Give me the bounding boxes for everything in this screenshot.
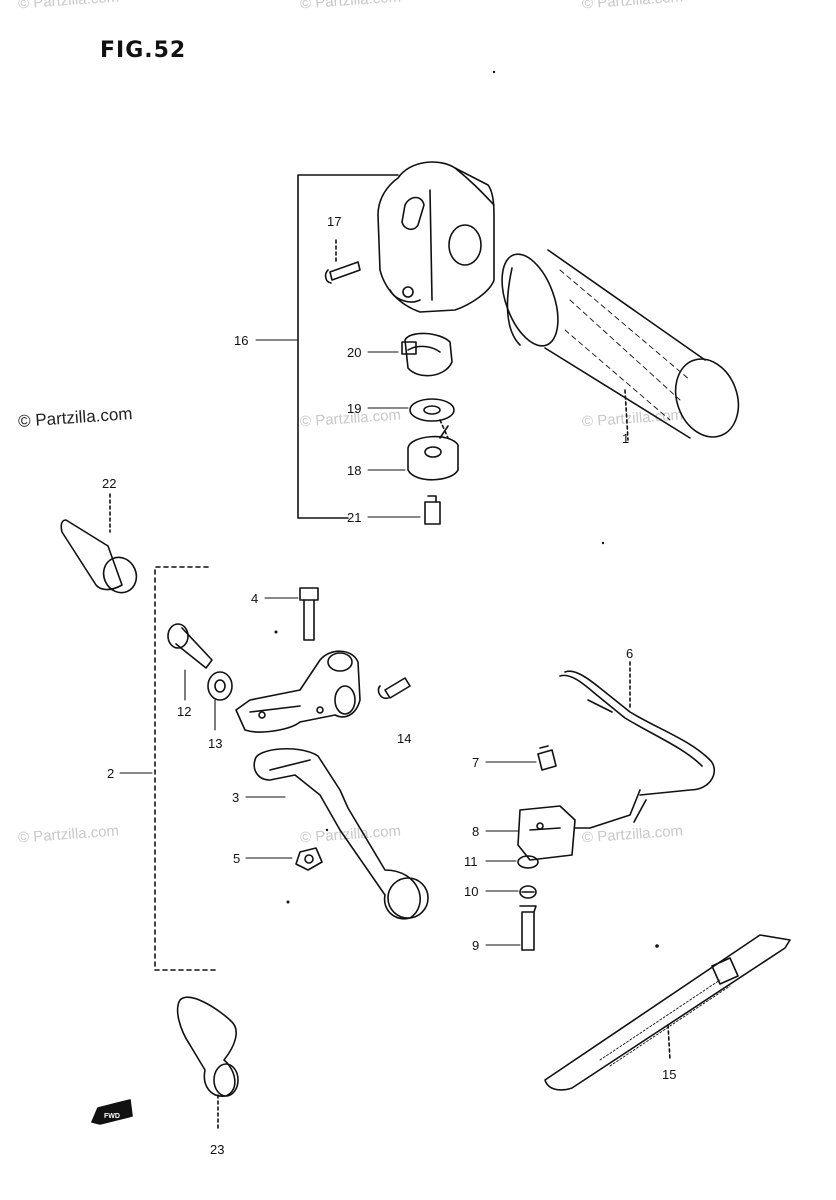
screw-14 <box>377 677 411 700</box>
callout-7: 7 <box>472 755 479 770</box>
bolt-4 <box>299 587 319 641</box>
lever-3 <box>253 747 429 920</box>
leader-lines <box>119 339 537 946</box>
throttle-grip-1 <box>501 249 740 441</box>
lever-cover-23 <box>176 996 239 1131</box>
grip-cover-22 <box>60 493 138 594</box>
tie-strap-15 <box>544 934 791 1091</box>
callout-17: 17 <box>327 214 341 229</box>
callout-14: 14 <box>397 731 411 746</box>
callout-22: 22 <box>102 476 116 491</box>
collar-13 <box>207 671 233 701</box>
screw-9 <box>519 905 537 951</box>
washer-11 <box>517 855 539 869</box>
callout-9: 9 <box>472 938 479 953</box>
screw-17 <box>324 239 361 284</box>
scan-specks <box>274 70 659 948</box>
callouts: 1 2 3 4 5 6 7 8 9 10 11 12 13 14 15 16 1… <box>102 214 676 1157</box>
screw-21 <box>424 495 441 525</box>
callout-10: 10 <box>464 884 478 899</box>
switch-housing <box>377 161 495 313</box>
callout-18: 18 <box>347 463 361 478</box>
switch-cable-6 <box>559 661 715 829</box>
direction-marker-icon <box>91 1099 133 1125</box>
callout-12: 12 <box>177 704 191 719</box>
bracket-2 <box>154 566 216 971</box>
switch-8 <box>517 805 576 861</box>
washer-19 <box>409 398 455 439</box>
washer-10 <box>519 885 537 899</box>
callout-16: 16 <box>234 333 248 348</box>
callout-11: 11 <box>464 854 478 869</box>
callout-8: 8 <box>472 824 479 839</box>
callout-13: 13 <box>208 736 222 751</box>
bracket-16 <box>297 174 399 519</box>
callout-15: 15 <box>662 1067 676 1082</box>
callout-20: 20 <box>347 345 361 360</box>
callout-23: 23 <box>210 1142 224 1157</box>
callout-1: 1 <box>622 431 629 446</box>
callout-19: 19 <box>347 401 361 416</box>
callout-2: 2 <box>107 766 114 781</box>
nut-5 <box>295 847 323 871</box>
lever-holder <box>235 650 361 733</box>
screw-7 <box>537 745 557 771</box>
switch-knob-20 <box>401 332 453 377</box>
callout-4: 4 <box>251 591 258 606</box>
callout-3: 3 <box>232 790 239 805</box>
switch-base-18 <box>407 425 459 481</box>
callout-21: 21 <box>347 510 361 525</box>
direction-label: FWD <box>104 1113 120 1120</box>
callout-5: 5 <box>233 851 240 866</box>
figure-title: FIG.52 <box>100 38 187 63</box>
callout-6: 6 <box>626 646 633 661</box>
bolt-12 <box>167 623 213 669</box>
